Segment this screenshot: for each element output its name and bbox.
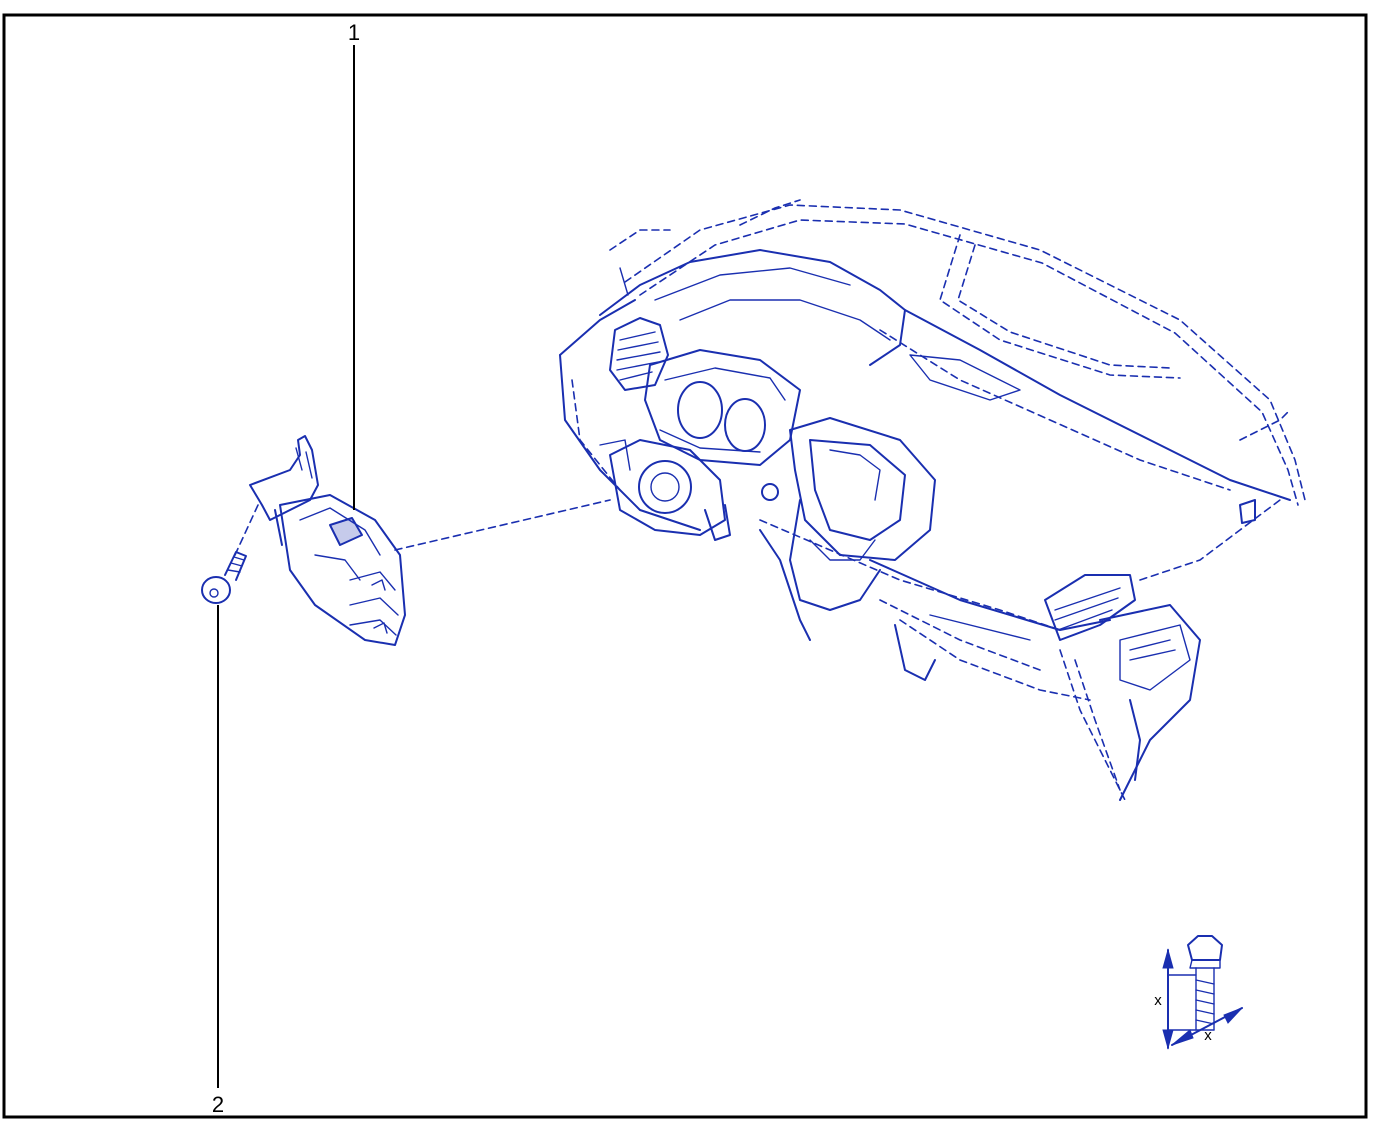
callout-1-label: 1 xyxy=(348,20,360,45)
assembly-leader-line xyxy=(394,499,611,551)
right-end-bracket xyxy=(1059,604,1201,801)
switch-assembly xyxy=(249,435,406,646)
instrument-cluster xyxy=(644,349,801,466)
screw xyxy=(201,504,259,604)
right-air-vent xyxy=(1044,574,1136,641)
center-stack xyxy=(759,417,936,641)
callout-2: 2 xyxy=(212,605,224,1117)
diagram-border xyxy=(2,13,1368,1119)
steering-column-shroud xyxy=(599,439,779,541)
torque-label-vertical: x xyxy=(1154,992,1162,1009)
torque-symbol: x x xyxy=(1154,935,1243,1050)
dashboard-assembly xyxy=(559,199,1306,801)
left-air-vent xyxy=(609,317,669,391)
torque-label-horizontal: x xyxy=(1204,1027,1212,1044)
callout-2-label: 2 xyxy=(212,1092,224,1117)
callout-1: 1 xyxy=(348,20,360,510)
